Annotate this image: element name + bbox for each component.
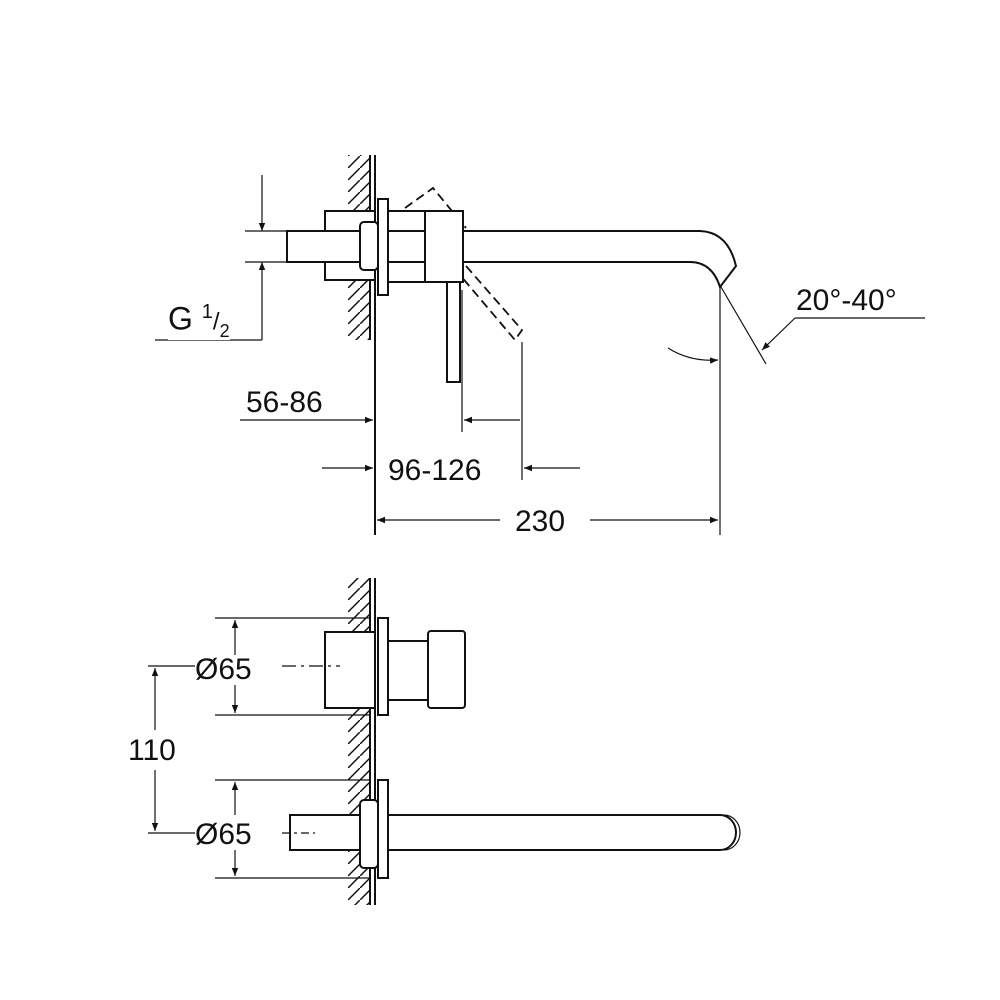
handle-body: [424, 210, 464, 283]
spout-escutcheon: [377, 779, 389, 879]
thread-label: G 1/2: [168, 300, 230, 342]
spacing-dimension: 110: [128, 734, 176, 767]
mixer-sleeve: [324, 631, 376, 709]
mixer-knob: [427, 630, 466, 709]
wall-depth-dimension: 56-86: [246, 386, 323, 419]
spout-front: [387, 814, 737, 851]
side-view: [155, 155, 925, 535]
thread-denominator: 2: [219, 321, 230, 342]
water-stream-line: [720, 286, 767, 365]
mixer-escutcheon: [377, 617, 389, 716]
lever-dimension: 96-126: [388, 454, 482, 487]
handle-lever: [446, 281, 461, 383]
angle-dimension: 20°-40°: [796, 284, 897, 317]
thread-numerator: 1: [201, 301, 213, 323]
thread-letter: G: [168, 300, 193, 337]
lower-diameter-dimension: Ø65: [195, 818, 252, 851]
projection-dimension: 230: [515, 505, 566, 538]
upper-diameter-dimension: Ø65: [195, 653, 252, 686]
escutcheon: [377, 198, 389, 296]
spout-stub: [289, 814, 363, 851]
lever-alt-position: [459, 265, 524, 342]
front-view: [148, 578, 741, 905]
pipe-stub: [286, 230, 363, 263]
